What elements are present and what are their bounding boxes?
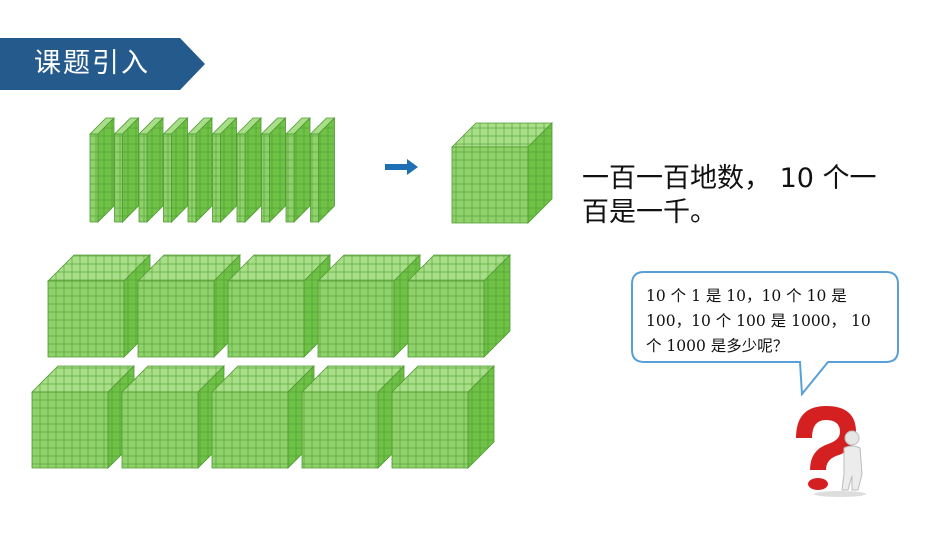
- cube-front-face-grid: [122, 392, 198, 468]
- slab-side-face-grid: [98, 118, 114, 222]
- slab-side-face-grid: [269, 118, 286, 222]
- hundred-slabs: [89, 117, 336, 223]
- slab-side-face-grid: [147, 118, 163, 222]
- slab-side-face-grid: [294, 118, 310, 222]
- slab-side-face-grid: [318, 118, 335, 222]
- cube-top-face-grid: [318, 255, 420, 281]
- cube-top-face-grid: [408, 255, 510, 281]
- cube-front-face-grid: [452, 147, 528, 223]
- cube-front-face-grid: [212, 392, 288, 468]
- cube-front-face-grid: [392, 392, 468, 468]
- slab-side-face-grid: [122, 118, 139, 222]
- slab-front-face-grid: [188, 134, 196, 222]
- slab-front-face-grid: [261, 134, 270, 222]
- slab-side-face-grid: [196, 118, 212, 222]
- slab-front-face-grid: [90, 134, 98, 222]
- slab-front-face-grid: [310, 134, 319, 222]
- slab-front-face-grid: [163, 134, 172, 222]
- cube-front-face-grid: [408, 281, 484, 357]
- section-title: 课题引入: [34, 48, 150, 79]
- cube-side-face-grid: [528, 123, 552, 223]
- cube-row-upper: [47, 254, 511, 358]
- cube-top-face-grid: [452, 123, 552, 147]
- slab-front-face-grid: [139, 134, 147, 222]
- cube-side-face-grid: [484, 255, 510, 357]
- right-arrow-icon: [385, 159, 418, 175]
- cube-top-face-grid: [138, 255, 240, 281]
- cube-front-face-grid: [318, 281, 394, 357]
- cube-front-face-grid: [32, 392, 108, 468]
- question-mark-figure-icon: [796, 406, 866, 497]
- cube-front-face-grid: [302, 392, 378, 468]
- cube-top-face-grid: [228, 255, 330, 281]
- cube-side-face-grid: [468, 366, 494, 468]
- bubble-question: 10 个 1 是 10，10 个 10 是 100，10 个 100 是 100…: [646, 287, 871, 355]
- cube-front-face-grid: [228, 281, 304, 357]
- slab-front-face-grid: [212, 134, 221, 222]
- slab-side-face-grid: [220, 118, 237, 222]
- thousand-cube: [451, 122, 553, 224]
- slab-side-face-grid: [245, 118, 261, 222]
- cube-row-lower: [31, 365, 495, 469]
- slab-front-face-grid: [286, 134, 294, 222]
- counting-statement: 一百一百地数， 10 个一百是一千。: [582, 163, 877, 228]
- section-banner: 课题引入: [0, 38, 205, 90]
- cube-top-face-grid: [122, 366, 224, 392]
- slab-front-face-grid: [237, 134, 245, 222]
- cube-top-face-grid: [212, 366, 314, 392]
- cube-front-face-grid: [138, 281, 214, 357]
- slab-side-face-grid: [171, 118, 188, 222]
- slab-front-face-grid: [114, 134, 123, 222]
- cube-top-face-grid: [48, 255, 150, 281]
- cube-top-face-grid: [32, 366, 134, 392]
- speech-bubble: [631, 271, 899, 397]
- cube-top-face-grid: [392, 366, 494, 392]
- cube-top-face-grid: [302, 366, 404, 392]
- cube-front-face-grid: [48, 281, 124, 357]
